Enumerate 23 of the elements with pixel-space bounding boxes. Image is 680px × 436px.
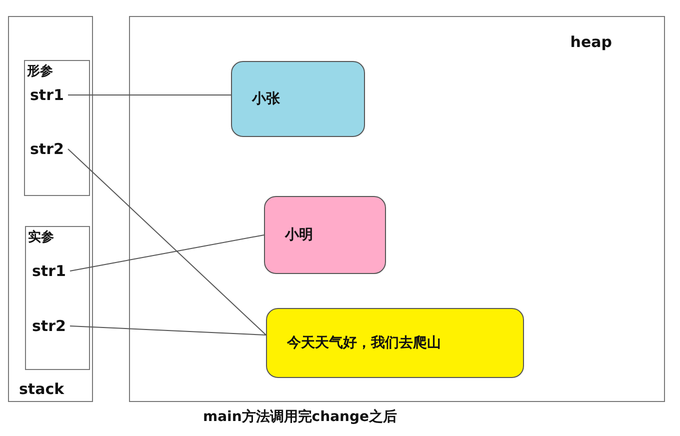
memory-region xyxy=(8,16,93,402)
reference-line xyxy=(68,148,266,336)
caption: main方法调用完change之后 xyxy=(202,408,398,426)
string-value: 小张 xyxy=(252,90,280,108)
string-object-box xyxy=(231,61,365,137)
variable-name: str2 xyxy=(30,140,64,158)
frame-title: 实参 xyxy=(28,228,54,246)
variable-name: str2 xyxy=(32,317,66,335)
parameter-frame xyxy=(25,226,90,370)
variable-name: str1 xyxy=(32,262,66,280)
reference-line xyxy=(70,234,264,272)
reference-line xyxy=(70,326,266,336)
region-title: stack xyxy=(19,380,64,398)
string-object-box xyxy=(266,308,524,378)
string-object-box xyxy=(264,196,386,274)
memory-region xyxy=(129,16,665,402)
parameter-frame xyxy=(24,60,90,196)
frame-title: 形参 xyxy=(27,63,53,80)
string-value: 小明 xyxy=(285,226,313,244)
string-value: 今天天气好，我们去爬山 xyxy=(287,334,441,352)
reference-line xyxy=(68,94,232,96)
region-title: heap xyxy=(570,33,612,51)
variable-name: str1 xyxy=(30,86,64,104)
